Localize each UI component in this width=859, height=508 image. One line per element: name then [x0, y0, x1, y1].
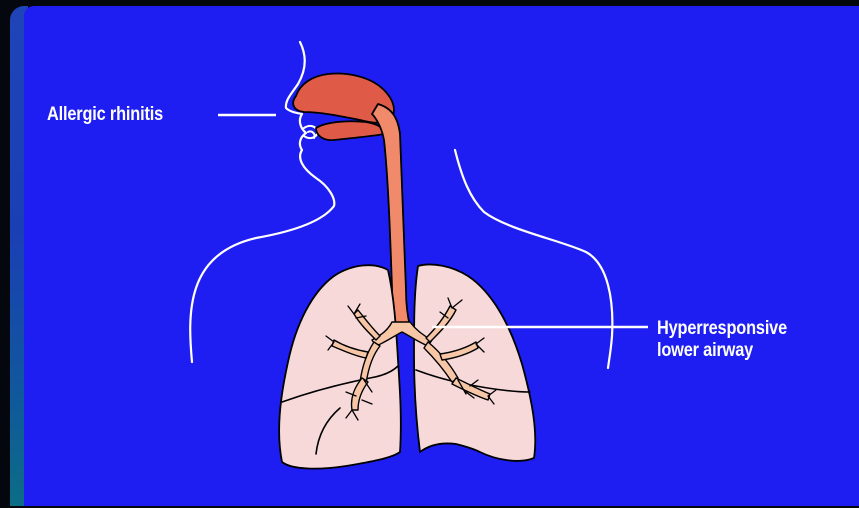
airway-label-line1: Hyperresponsive — [657, 318, 787, 340]
left-lung — [279, 265, 401, 468]
right-lung — [414, 264, 535, 460]
oral-cavity-tongue — [316, 121, 384, 140]
allergic-rhinitis-label: Allergic rhinitis — [47, 104, 163, 126]
hyperresponsive-airway-label: Hyperresponsive lower airway — [657, 318, 787, 362]
airway-label-line2: lower airway — [657, 340, 787, 362]
